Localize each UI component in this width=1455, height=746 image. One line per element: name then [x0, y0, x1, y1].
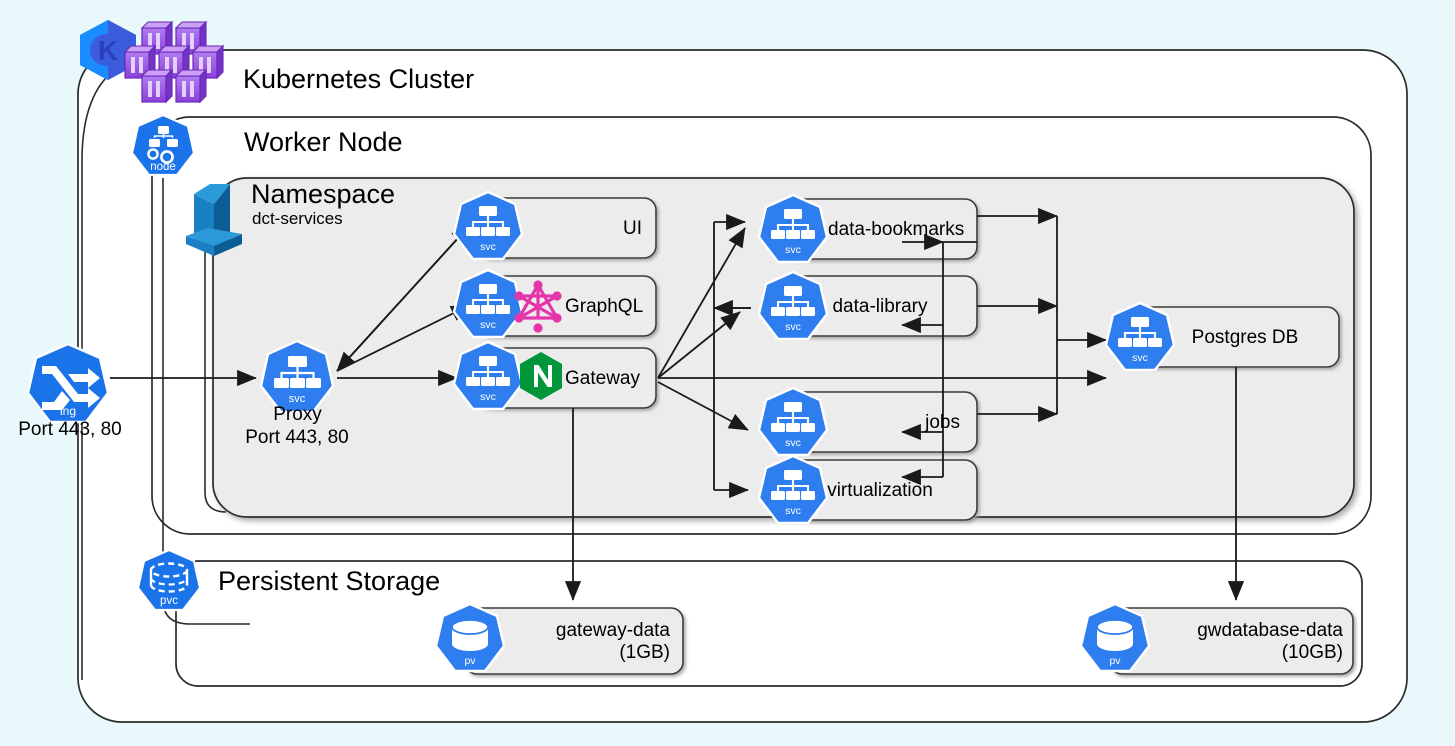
edge-proxy-to-graphql [336, 304, 471, 372]
svc-icon-data-library: svc [757, 270, 829, 341]
svg-text:svc: svc [785, 437, 801, 449]
svc-icon-graphql: svc [452, 268, 524, 339]
svg-text:svc: svc [1132, 352, 1148, 364]
service-label-postgres: Postgres DB [1191, 327, 1299, 348]
service-label-ui: UI [623, 218, 642, 239]
edge-gateway-to-data-bookmarks [657, 227, 746, 379]
svc-icon-gateway: svc [452, 340, 524, 411]
volume-size-gateway-data: (1GB) [619, 641, 670, 663]
worker-node-title: Worker Node [244, 127, 403, 157]
service-label-graphql: GraphQL [565, 296, 644, 317]
proxy-label: Proxy [273, 404, 322, 425]
svc-icon-virtualization: svc [757, 454, 829, 525]
svg-text:svc: svc [480, 391, 496, 403]
svg-text:svc: svc [480, 319, 496, 331]
diagram-edges [110, 207, 1245, 601]
namespace-subtitle: dct-services [252, 209, 343, 228]
nginx-logo-icon [520, 352, 562, 400]
pv-icon-gwdatabase-data: pv [1079, 602, 1151, 673]
svg-text:pv: pv [464, 655, 476, 667]
service-label-virtualization: virtualization [827, 480, 933, 501]
volume-name-gwdatabase-data: gwdatabase-data [1197, 620, 1343, 641]
svc-icon-postgres: svc [1104, 301, 1176, 372]
svg-text:svc: svc [480, 241, 496, 253]
ingress-icon: ing [26, 342, 110, 424]
edge-gateway-to-data-library [657, 311, 741, 379]
svg-text:svc: svc [785, 244, 801, 256]
kubernetes-logo-icon: K [80, 20, 136, 80]
namespace-icon [186, 184, 242, 256]
pvc-icon: pvc [136, 548, 202, 612]
graphql-logo-icon [514, 280, 562, 333]
svc-icon-proxy: svc [259, 339, 335, 414]
ingress-caption: Port 443, 80 [18, 419, 122, 440]
edge-ui-to-proxy [336, 224, 471, 372]
container-boxes-icon [123, 20, 225, 104]
service-label-jobs: jobs [925, 412, 960, 433]
svg-text:svc: svc [785, 505, 801, 517]
svg-text:ing: ing [60, 404, 76, 418]
cluster-title: Kubernetes Cluster [243, 64, 475, 94]
proxy-caption: Port 443, 80 [245, 427, 349, 448]
edge-gateway-to-jobs [657, 381, 749, 431]
svc-icon-ui: svc [452, 190, 524, 261]
svc-icon-jobs: svc [757, 386, 829, 457]
node-icon: node [130, 113, 196, 177]
svg-text:pv: pv [1109, 655, 1121, 667]
volume-label-gateway-data: gateway-data (1GB) [500, 620, 670, 664]
volume-name-gateway-data: gateway-data [555, 620, 670, 641]
svc-icon-data-bookmarks: svc [757, 193, 829, 264]
namespace-title: Namespace [251, 179, 396, 209]
service-label-data-bookmarks: data-bookmarks [828, 219, 965, 240]
svg-text:pvc: pvc [160, 595, 178, 607]
svg-text:K: K [98, 35, 118, 66]
svg-text:svc: svc [785, 321, 801, 333]
volume-size-gwdatabase-data: (10GB) [1281, 641, 1343, 663]
volume-label-gwdatabase-data: gwdatabase-data (10GB) [1148, 620, 1343, 664]
svg-text:svc: svc [289, 393, 306, 405]
svg-text:node: node [150, 161, 176, 173]
service-label-data-library: data-library [832, 296, 928, 317]
pv-icon-gateway-data: pv [434, 602, 506, 673]
persistent-storage-title: Persistent Storage [218, 566, 441, 596]
service-label-gateway: Gateway [565, 368, 640, 389]
